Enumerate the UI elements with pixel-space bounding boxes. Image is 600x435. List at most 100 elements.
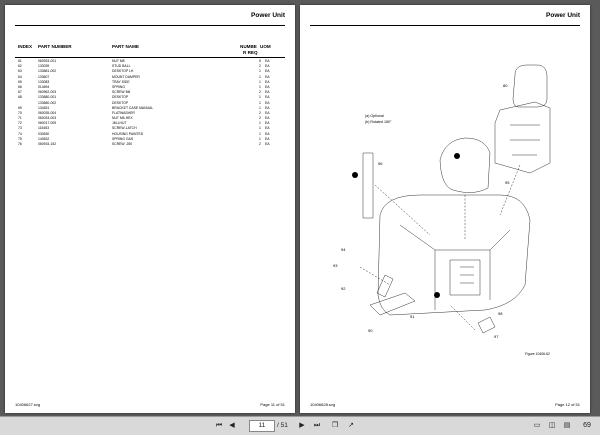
cell-part-name: MOUNT DAMPER — [112, 74, 140, 79]
cell-part-name: SCREW .250 — [112, 142, 133, 146]
cell-part-number: 060035-004 — [38, 110, 57, 115]
callout-92: 92 — [341, 286, 346, 291]
cell-part-number: 060962-003 — [38, 90, 57, 95]
header-part-name: PART NAME — [112, 44, 139, 49]
cell-qty: 5 — [259, 59, 261, 63]
cell-part-name: TRAY SIDE — [112, 79, 130, 84]
pdf-page-11: Power Unit INDEX PART NUMBER PART NAME N… — [5, 5, 295, 413]
pdf-page-12: Power Unit (a) Optional (b) Rotated 180°… — [300, 5, 590, 413]
header-index: INDEX — [18, 44, 33, 49]
cell-qty: 1 — [259, 105, 261, 110]
page-number-input[interactable]: 11 — [249, 420, 275, 432]
cell-index: 71 — [18, 116, 22, 121]
cell-qty: 2 — [259, 116, 261, 121]
cell-uom: EA — [265, 69, 270, 74]
title-rule — [15, 25, 285, 26]
cell-part-name: SCREW-LATCH — [112, 126, 137, 131]
cell-part-name: DESKTOP — [112, 95, 129, 100]
optional-marker-dot — [454, 153, 460, 159]
table-row: 71 060033-003 NUT M6-HEX 2 EA — [15, 116, 285, 121]
callout-97: 97 — [494, 334, 499, 339]
cell-index: 65 — [18, 79, 22, 84]
cell-qty: 1 — [259, 74, 261, 79]
plate-part — [477, 316, 496, 334]
cell-part-number: 060033-003 — [38, 116, 57, 121]
continuous-view-icon[interactable]: ▤ — [563, 422, 571, 429]
cell-part-name: JM-LHUT — [112, 121, 127, 126]
cell-qty: 2 — [259, 110, 261, 115]
page-title: Power Unit — [251, 12, 285, 19]
last-page-icon[interactable]: ⏭ — [313, 422, 321, 429]
callout-96: 96 — [378, 161, 383, 166]
cell-part-number: 140632 — [38, 136, 50, 141]
main-housing-part — [377, 194, 531, 316]
cell-part-number: 060915-152 — [38, 142, 57, 146]
cell-uom: EA — [265, 116, 270, 121]
cell-part-name: NUT M6-HEX — [112, 116, 133, 121]
cover-panel-part — [439, 137, 491, 193]
pdf-viewer-toolbar: ⏮ ◀ 11 / 51 ▶ ⏭ ❐ ↗ ▭ ◫ ▤ 69 — [0, 416, 600, 435]
cell-part-number: 030630 — [38, 131, 50, 136]
side-bar-part — [362, 152, 374, 219]
cell-part-number: 133680-001 — [38, 95, 57, 100]
export-icon[interactable]: ↗ — [348, 422, 354, 429]
cell-index: 61 — [18, 59, 22, 63]
legend-optional: (a) Optional — [365, 114, 384, 118]
bracket-part — [369, 292, 416, 316]
cell-index: 76 — [18, 142, 22, 146]
cell-part-number: 014694 — [38, 84, 50, 89]
zoom-level[interactable]: 69 — [583, 422, 591, 429]
cell-part-name: STUD BALL — [112, 64, 131, 69]
cell-part-name: NUT M8 — [112, 59, 125, 63]
title-rule — [310, 25, 580, 26]
footer-filename: 10406628.svg — [310, 402, 336, 407]
header-qty: NUMBE — [240, 44, 257, 49]
two-page-view-icon[interactable]: ◫ — [548, 422, 556, 429]
cell-part-number: 133681-002 — [38, 69, 57, 74]
first-page-icon[interactable]: ⏮ — [215, 422, 223, 429]
copy-icon[interactable]: ❐ — [331, 422, 339, 429]
header-uom: UOM — [260, 44, 271, 49]
header-part-number: PART NUMBER — [38, 44, 72, 49]
cell-index: 67 — [18, 90, 22, 95]
cell-part-name: DESKTOP — [112, 100, 129, 105]
callout-98: 98 — [498, 311, 503, 316]
optional-marker-dot — [434, 292, 440, 298]
cell-uom: EA — [265, 84, 270, 89]
cell-part-name: DESKTOP LH — [112, 69, 134, 74]
next-page-icon[interactable]: ▶ — [299, 422, 305, 429]
cell-uom: EA — [265, 142, 270, 146]
seat-frame-part — [494, 101, 551, 174]
single-page-view-icon[interactable]: ▭ — [533, 422, 541, 429]
cell-uom: EA — [265, 105, 270, 110]
cell-uom: EA — [265, 131, 270, 136]
footer-filename: 10406627.svg — [15, 402, 41, 407]
cell-part-name: HOUSING PAINTED — [112, 131, 144, 136]
cell-index: 72 — [18, 121, 22, 126]
figure-caption: Figure 10406-62 — [525, 352, 550, 356]
cell-uom: EA — [265, 90, 270, 95]
callout-91: 91 — [410, 314, 415, 319]
cell-qty: 1 — [259, 131, 261, 136]
previous-page-icon[interactable]: ◀ — [229, 422, 235, 429]
cell-part-number: 115453 — [38, 126, 50, 131]
cell-part-name: SPRING — [112, 84, 125, 89]
cell-part-number: 133680-002 — [38, 100, 57, 105]
footer-page-number: Page 11 of 51 — [260, 402, 285, 407]
cell-qty: 1 — [259, 79, 261, 84]
cell-qty: 1 — [259, 136, 261, 141]
callout-93: 93 — [333, 263, 338, 268]
cell-uom: EA — [265, 95, 270, 100]
